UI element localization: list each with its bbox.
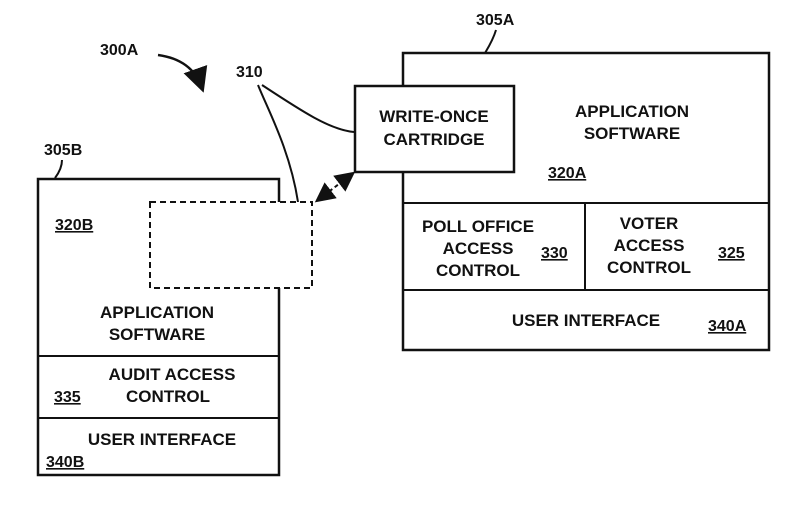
leader-line-cartridge — [261, 84, 355, 133]
device-b-app-software-line1: APPLICATION — [100, 303, 214, 322]
device-a-app-software-line2: SOFTWARE — [584, 124, 680, 143]
device-a-outline — [401, 51, 771, 352]
voter-access-line2: ACCESS — [614, 236, 685, 255]
device-a-user-interface: USER INTERFACE — [512, 311, 660, 330]
device-a-app-software-num: 320A — [548, 165, 587, 182]
audit-access-num: 335 — [54, 389, 81, 406]
leader-line-dashed-slot — [257, 84, 299, 203]
cartridge-ref-label: 310 — [236, 64, 263, 81]
audit-access-line1: AUDIT ACCESS — [109, 365, 236, 384]
device-b-ref-label: 305B — [44, 142, 82, 159]
voter-access-line1: VOTER — [620, 214, 679, 233]
poll-office-line1: POLL OFFICE — [422, 217, 534, 236]
insert-arrow — [314, 171, 356, 203]
poll-office-num: 330 — [541, 245, 568, 262]
device-a: APPLICATION SOFTWARE 320A POLL OFFICE AC… — [401, 51, 771, 352]
device-a-app-software-line1: APPLICATION — [575, 102, 689, 121]
voter-access-line3: CONTROL — [607, 258, 691, 277]
voter-access-num: 325 — [718, 245, 745, 262]
device-b: 320B APPLICATION SOFTWARE AUDIT ACCESS C… — [36, 177, 313, 477]
device-b-leader — [54, 159, 63, 179]
device-b-user-interface: USER INTERFACE — [88, 430, 236, 449]
figure-label-arrow — [157, 53, 208, 93]
device-b-user-interface-num: 340B — [46, 454, 84, 471]
figure-label: 300A — [100, 42, 139, 59]
audit-access-line2: CONTROL — [126, 387, 210, 406]
write-once-cartridge: WRITE-ONCE CARTRIDGE — [353, 84, 516, 174]
cartridge-line1: WRITE-ONCE — [379, 107, 489, 126]
device-a-ref-label: 305A — [476, 12, 515, 29]
poll-office-line3: CONTROL — [436, 261, 520, 280]
device-b-app-software-line2: SOFTWARE — [109, 325, 205, 344]
device-a-leader — [484, 29, 497, 54]
device-a-user-interface-num: 340A — [708, 318, 747, 335]
cartridge-line2: CARTRIDGE — [383, 130, 484, 149]
device-b-app-software-num: 320B — [55, 217, 93, 234]
cartridge-outline — [353, 84, 516, 174]
poll-office-line2: ACCESS — [443, 239, 514, 258]
cartridge-slot-dashed — [149, 201, 313, 289]
device-b-outline — [36, 177, 281, 477]
